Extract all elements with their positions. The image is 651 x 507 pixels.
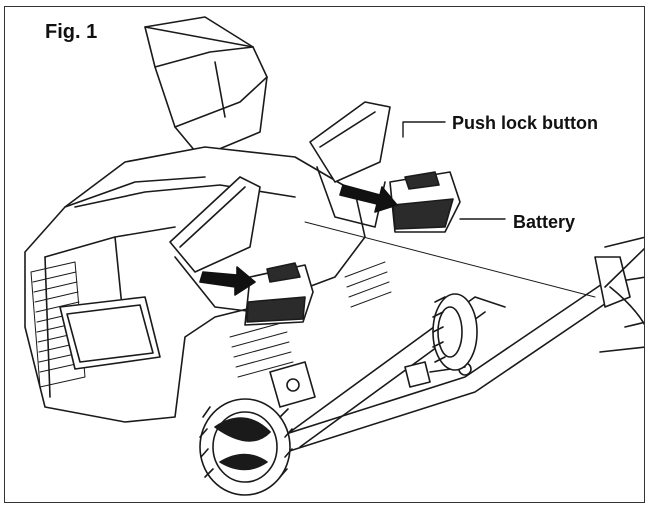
front-wheel (199, 398, 293, 496)
center-wheel (432, 293, 478, 371)
figure-frame: Fig. 1 Push lock button Battery (4, 6, 645, 503)
front-plate (59, 296, 161, 370)
right-battery (389, 171, 461, 233)
discharge-chute (144, 16, 268, 158)
cable-bracket (269, 361, 472, 408)
auger-housing (24, 146, 366, 423)
callout-push-lock-button: Push lock button (452, 113, 598, 133)
rear-wheel (599, 247, 644, 353)
callout-leaders (402, 121, 506, 220)
insert-arrows (199, 184, 398, 296)
callout-battery: Battery (513, 212, 576, 232)
left-battery (244, 262, 314, 326)
handle-frame (244, 221, 644, 463)
figure-title: Fig. 1 (45, 21, 98, 43)
snow-thrower-illustration (24, 16, 644, 496)
center-vent-grill (229, 261, 392, 378)
